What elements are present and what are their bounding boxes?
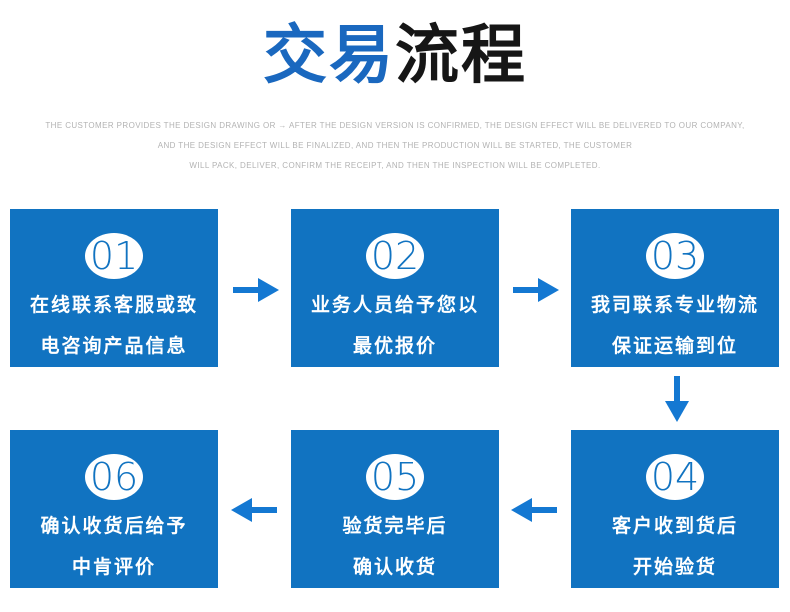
step-text-line-1: 在线联系客服或致 (29, 294, 198, 316)
step-number-badge: 01 (85, 233, 143, 279)
arrow-right-icon (511, 268, 559, 312)
subtitle: THE CUSTOMER PROVIDES THE DESIGN DRAWING… (0, 116, 790, 176)
page-title-dark-part: 流程 (395, 19, 527, 93)
page-title-blue-part: 交易 (263, 19, 395, 93)
subtitle-line-1: THE CUSTOMER PROVIDES THE DESIGN DRAWING… (45, 121, 745, 130)
page-title: 交易流程 (0, 10, 790, 102)
step-box-04: 04 客户收到货后 开始验货 (571, 430, 779, 588)
step-text-line-1: 验货完毕后 (342, 515, 448, 537)
step-box-05: 05 验货完毕后 确认收货 (291, 430, 499, 588)
step-number-badge: 02 (366, 233, 424, 279)
step-text-line-2: 开始验货 (632, 556, 717, 578)
arrow-left-icon (511, 488, 559, 532)
step-text-line-1: 我司联系专业物流 (590, 294, 759, 316)
step-text: 业务人员给予您以 最优报价 (311, 285, 479, 367)
step-number-badge: 05 (366, 454, 424, 500)
step-text-line-2: 电咨询产品信息 (40, 335, 188, 357)
step-number-badge: 04 (646, 454, 704, 500)
step-text: 验货完毕后 确认收货 (342, 506, 447, 588)
step-text-line-2: 最优报价 (352, 335, 437, 357)
step-text-line-1: 确认收货后给予 (40, 515, 188, 537)
step-number-badge: 03 (646, 233, 704, 279)
step-text-line-1: 业务人员给予您以 (310, 294, 479, 316)
arrow-left-icon (231, 488, 279, 532)
step-text-line-2: 确认收货 (352, 556, 437, 578)
step-text: 在线联系客服或致 电咨询产品信息 (30, 285, 198, 367)
step-box-03: 03 我司联系专业物流 保证运输到位 (571, 209, 779, 367)
step-text: 客户收到货后 开始验货 (612, 506, 738, 588)
step-number-badge: 06 (85, 454, 143, 500)
step-text-line-1: 客户收到货后 (611, 515, 738, 537)
step-text: 确认收货后给予 中肯评价 (40, 506, 187, 588)
step-box-02: 02 业务人员给予您以 最优报价 (291, 209, 499, 367)
arrow-down-icon (655, 374, 699, 422)
subtitle-line-2: AND THE DESIGN EFFECT WILL BE FINALIZED,… (157, 141, 633, 150)
arrow-right-icon (231, 268, 279, 312)
step-text-line-2: 保证运输到位 (611, 335, 738, 357)
step-box-01: 01 在线联系客服或致 电咨询产品信息 (10, 209, 218, 367)
subtitle-line-3: WILL PACK, DELIVER, CONFIRM THE RECEIPT,… (189, 161, 601, 170)
step-text-line-2: 中肯评价 (71, 556, 156, 578)
step-box-06: 06 确认收货后给予 中肯评价 (10, 430, 218, 588)
step-text: 我司联系专业物流 保证运输到位 (591, 285, 759, 367)
